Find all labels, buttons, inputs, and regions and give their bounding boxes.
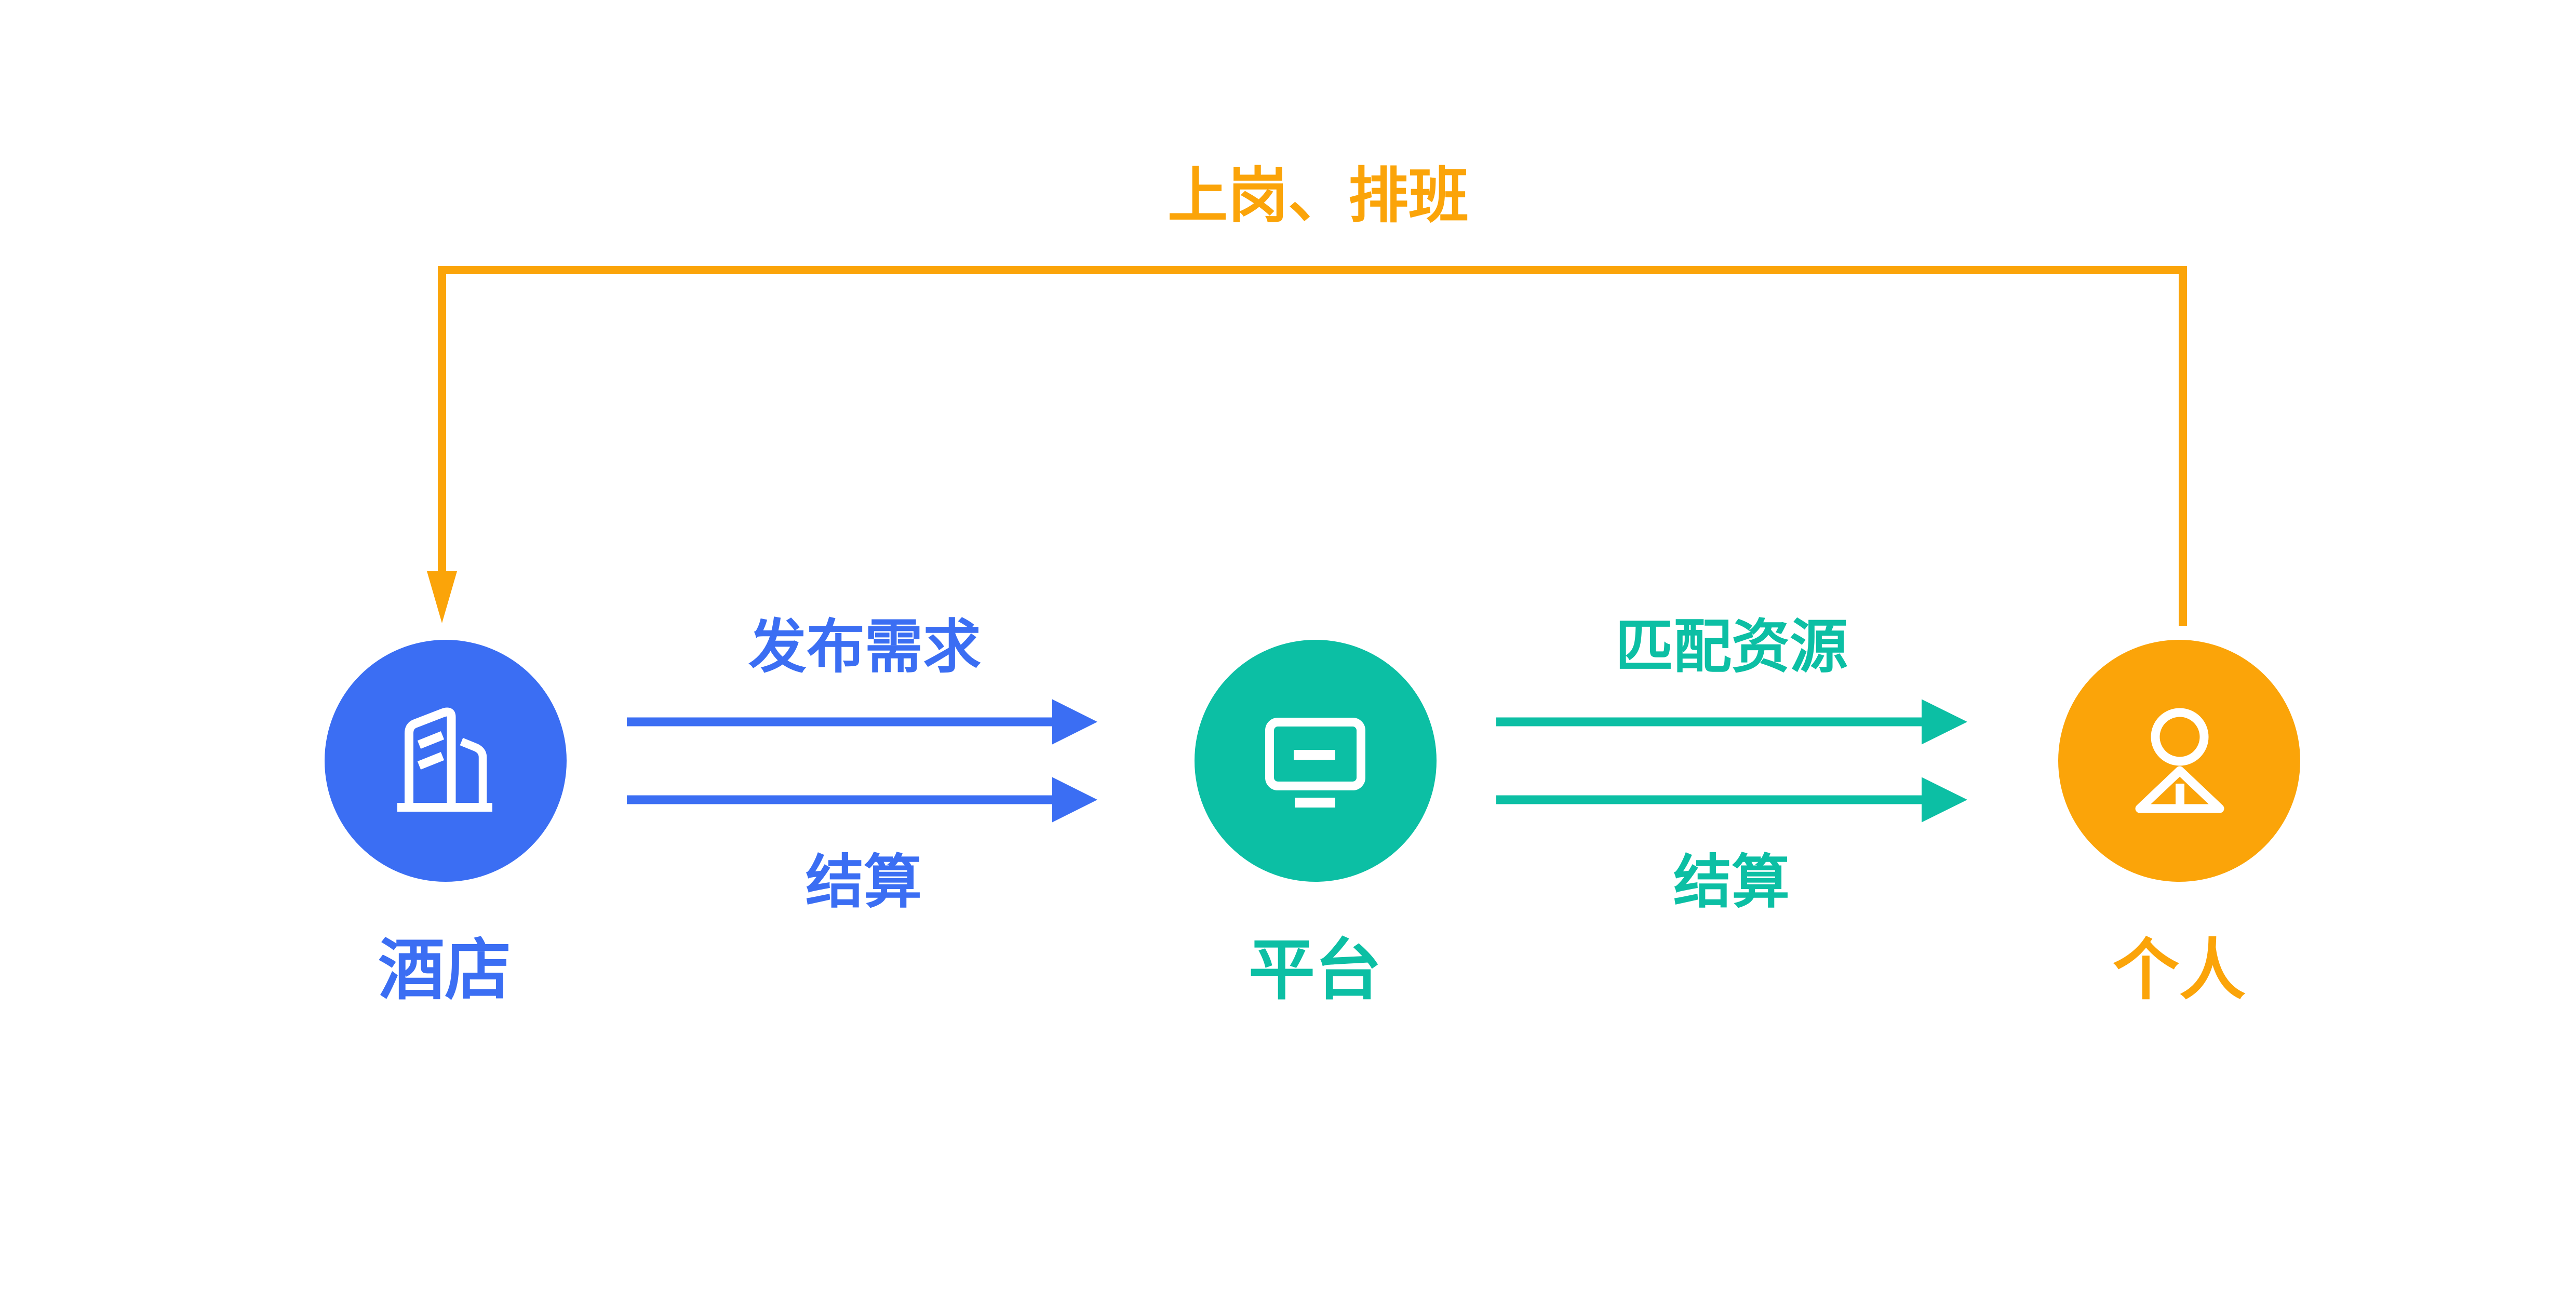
settlement-arrow-right-icon bbox=[1496, 777, 1967, 823]
monitor-icon bbox=[1265, 718, 1365, 808]
hotel-node-circle bbox=[325, 640, 567, 882]
match-arrow-icon bbox=[1496, 699, 1967, 745]
hotel-node bbox=[325, 640, 567, 882]
settlement-right-label: 结算 bbox=[1673, 850, 1790, 915]
feedback-flow-line bbox=[438, 266, 2187, 626]
building-icon bbox=[397, 707, 492, 812]
feedback-flow bbox=[427, 266, 2187, 626]
demand-arrow-icon bbox=[627, 699, 1097, 745]
hotel-node-label: 酒店 bbox=[378, 933, 512, 1007]
demand-flow-label: 发布需求 bbox=[748, 614, 981, 679]
platform-node-circle bbox=[1195, 640, 1437, 882]
platform-node bbox=[1195, 640, 1437, 882]
person-node-label: 个人 bbox=[2112, 933, 2246, 1007]
settlement-arrow-left-icon bbox=[627, 777, 1097, 823]
person-node bbox=[2058, 640, 2300, 882]
feedback-flow-label: 上岗、排班 bbox=[1168, 162, 1469, 230]
settlement-left-label: 结算 bbox=[806, 850, 922, 915]
platform-node-label: 平台 bbox=[1248, 933, 1382, 1007]
feedback-arrowhead-icon bbox=[427, 571, 457, 623]
user-icon bbox=[2135, 708, 2224, 813]
match-flow-label: 匹配资源 bbox=[1615, 614, 1848, 679]
